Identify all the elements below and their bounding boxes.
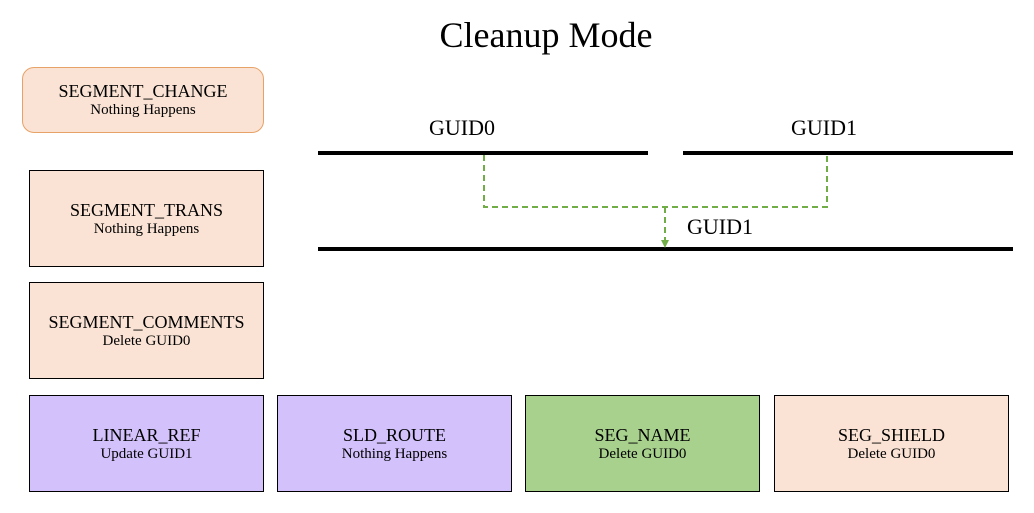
box-action: Delete GUID0 xyxy=(598,445,687,462)
guid1-top-label: GUID1 xyxy=(791,115,857,140)
box-action: Delete GUID0 xyxy=(847,445,936,462)
box-name: SEG_NAME xyxy=(594,424,691,445)
seg-shield-box: SEG_SHIELD Delete GUID0 xyxy=(774,395,1009,492)
segment-comments-box: SEGMENT_COMMENTS Delete GUID0 xyxy=(29,282,264,379)
box-name: SEGMENT_CHANGE xyxy=(58,81,228,101)
guid0-label: GUID0 xyxy=(429,115,495,140)
guid1-merged-label: GUID1 xyxy=(687,214,753,239)
box-name: SEG_SHIELD xyxy=(838,424,945,445)
box-action: Delete GUID0 xyxy=(102,332,191,349)
box-action: Update GUID1 xyxy=(100,445,193,462)
box-action: Nothing Happens xyxy=(341,445,448,462)
box-name: SLD_ROUTE xyxy=(343,424,446,445)
box-action: Nothing Happens xyxy=(90,102,196,118)
diagram-title: Cleanup Mode xyxy=(439,15,653,55)
merge-connector xyxy=(483,155,828,208)
segment-trans-box: SEGMENT_TRANS Nothing Happens xyxy=(29,170,264,267)
box-name: SEGMENT_TRANS xyxy=(69,199,223,220)
seg-name-box: SEG_NAME Delete GUID0 xyxy=(525,395,760,492)
box-action: Nothing Happens xyxy=(93,220,200,237)
sld-route-box: SLD_ROUTE Nothing Happens xyxy=(277,395,512,492)
linear-ref-box: LINEAR_REF Update GUID1 xyxy=(29,395,264,492)
box-name: SEGMENT_COMMENTS xyxy=(48,311,245,332)
segment-change-box: SEGMENT_CHANGE Nothing Happens xyxy=(22,67,264,133)
box-name: LINEAR_REF xyxy=(92,424,201,445)
